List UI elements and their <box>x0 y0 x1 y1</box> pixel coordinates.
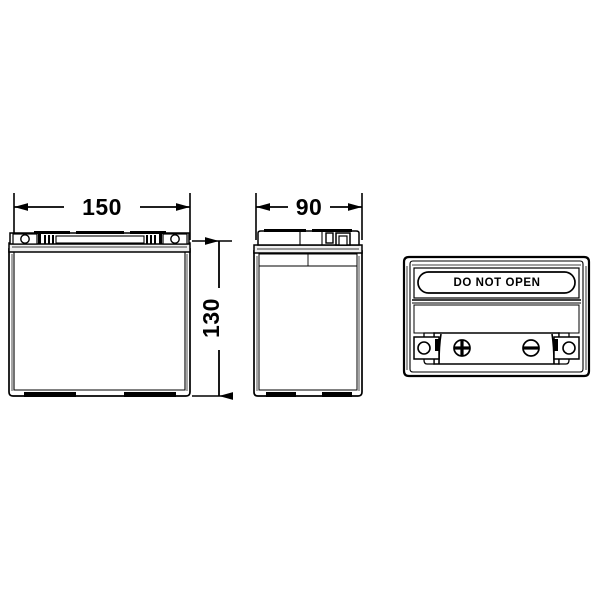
front-rib-l1 <box>38 234 41 244</box>
dimension-label-depth: 90 <box>296 194 323 220</box>
front-top-rim-seg-2 <box>76 231 124 234</box>
side-foot-left <box>266 392 296 397</box>
front-top-rim-seg-1 <box>34 231 70 234</box>
front-rib-l4 <box>52 235 54 244</box>
dimension-height-130: 130 <box>192 237 233 400</box>
do-not-open-plaque <box>417 271 576 294</box>
front-case-inner-panel <box>13 251 186 391</box>
top-terminal-tab-left <box>435 339 439 351</box>
front-rib-l3 <box>48 235 50 244</box>
front-rib-r2 <box>150 235 152 244</box>
front-view: 150 <box>8 193 191 397</box>
terminal-screw-slot <box>522 339 540 357</box>
side-foot-right <box>322 392 352 397</box>
side-case-inner-panel <box>258 253 358 391</box>
front-rib-r4 <box>159 234 162 244</box>
top-terminal-hole-left <box>417 341 431 355</box>
dimension-label-width: 150 <box>82 194 122 220</box>
side-view: 90 <box>253 193 363 397</box>
front-foot-left <box>24 392 76 397</box>
front-rib-r3 <box>154 235 156 244</box>
top-terminal-hole-right <box>562 341 576 355</box>
side-top-rim-seg-1 <box>264 229 306 232</box>
front-top-rim-seg-3 <box>130 231 166 234</box>
front-foot-right <box>124 392 176 397</box>
terminal-screw-cross <box>453 339 471 357</box>
side-terminal-bracket <box>325 232 334 244</box>
top-view: DO NOT OPEN <box>402 255 591 378</box>
front-rib-r1 <box>146 235 148 244</box>
front-rib-l2 <box>44 235 46 244</box>
front-terminal-right-post <box>170 234 180 244</box>
side-top-cover <box>257 230 360 246</box>
side-top-rim-seg-2 <box>312 229 352 232</box>
front-handle-channel <box>55 235 145 244</box>
top-terminal-tab-right <box>554 339 558 351</box>
top-terminal-tray <box>433 332 560 365</box>
dimension-label-height: 130 <box>198 298 224 338</box>
front-terminal-left-post <box>20 234 30 244</box>
top-middle-panel <box>413 304 580 334</box>
side-terminal-post <box>338 235 348 246</box>
do-not-open-label: DO NOT OPEN <box>453 277 540 289</box>
